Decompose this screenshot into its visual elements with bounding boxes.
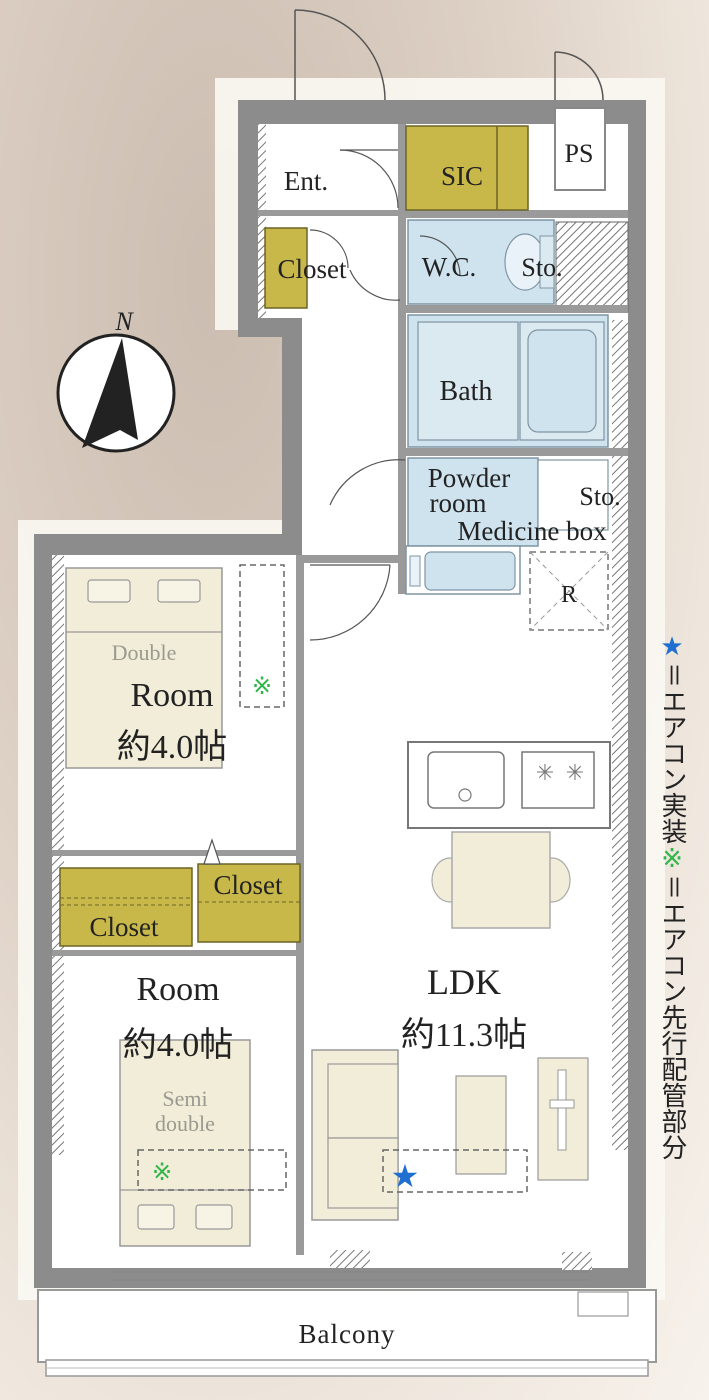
closet-room2: [59, 867, 193, 947]
ldk-name: LDK: [427, 962, 501, 1002]
ac-piping-room2: [137, 1149, 287, 1191]
legend-kome-text: ＝エアコン先行配管部分: [657, 874, 687, 1160]
star-marker: ★: [391, 1157, 420, 1195]
svg-text:✳: ✳: [566, 760, 584, 785]
ps-shaft: [554, 107, 606, 191]
powder-label-line1: Powder: [428, 463, 511, 493]
north-label: N: [114, 307, 134, 336]
ldk-size: 約11.3帖: [401, 1016, 527, 1054]
room1-name: Room: [130, 677, 213, 714]
wc-label: W.C.: [422, 252, 477, 282]
sic-area: [405, 125, 529, 211]
room1-size: 約4.0帖: [117, 728, 228, 766]
closet-room2-label: Closet: [89, 912, 159, 942]
double-bed-label: Double: [112, 640, 177, 665]
legend: ★＝エアコン実装※＝エアコン先行配管部分: [655, 632, 689, 1160]
bath-label: Bath: [440, 376, 493, 407]
refrigerator-label: R: [561, 582, 577, 608]
entrance-label: Ent.: [284, 166, 328, 196]
sto-powder-label: Sto.: [579, 482, 620, 511]
kome-marker-room1: ※: [252, 672, 272, 700]
powder-room: [407, 457, 539, 547]
sic-label: SIC: [441, 161, 483, 191]
balcony-label: Balcony: [299, 1319, 396, 1349]
entry-closet: [264, 227, 308, 309]
room2-name: Room: [136, 971, 219, 1008]
medicine-box-label: Medicine box: [457, 516, 607, 546]
sto-wc-label: Sto.: [521, 253, 562, 282]
closet-room1-label: Closet: [213, 870, 283, 900]
closet-room1: [197, 863, 301, 943]
legend-star-text: ＝エアコン実装: [657, 662, 687, 844]
legend-kome-symbol: ※: [657, 844, 687, 874]
svg-text:✳: ✳: [536, 760, 554, 785]
ac-unit-ldk: [382, 1149, 528, 1193]
closet-entry-label: Closet: [277, 254, 347, 284]
north-compass: N: [56, 307, 176, 453]
dining-table: [451, 831, 551, 929]
ac-piping-room1: [239, 564, 285, 708]
legend-star-symbol: ★: [657, 632, 687, 662]
semi-double-label-line1: Semi: [162, 1086, 207, 1111]
stove: [521, 751, 595, 809]
coffee-table: [455, 1075, 507, 1175]
semi-double-label-line2: double: [155, 1111, 215, 1136]
room2-size: 約4.0帖: [123, 1026, 234, 1064]
balcony: [37, 1289, 657, 1377]
ps-label: PS: [565, 139, 594, 168]
powder-label-line2: room: [430, 488, 487, 518]
kome-marker-room2: ※: [152, 1158, 172, 1186]
